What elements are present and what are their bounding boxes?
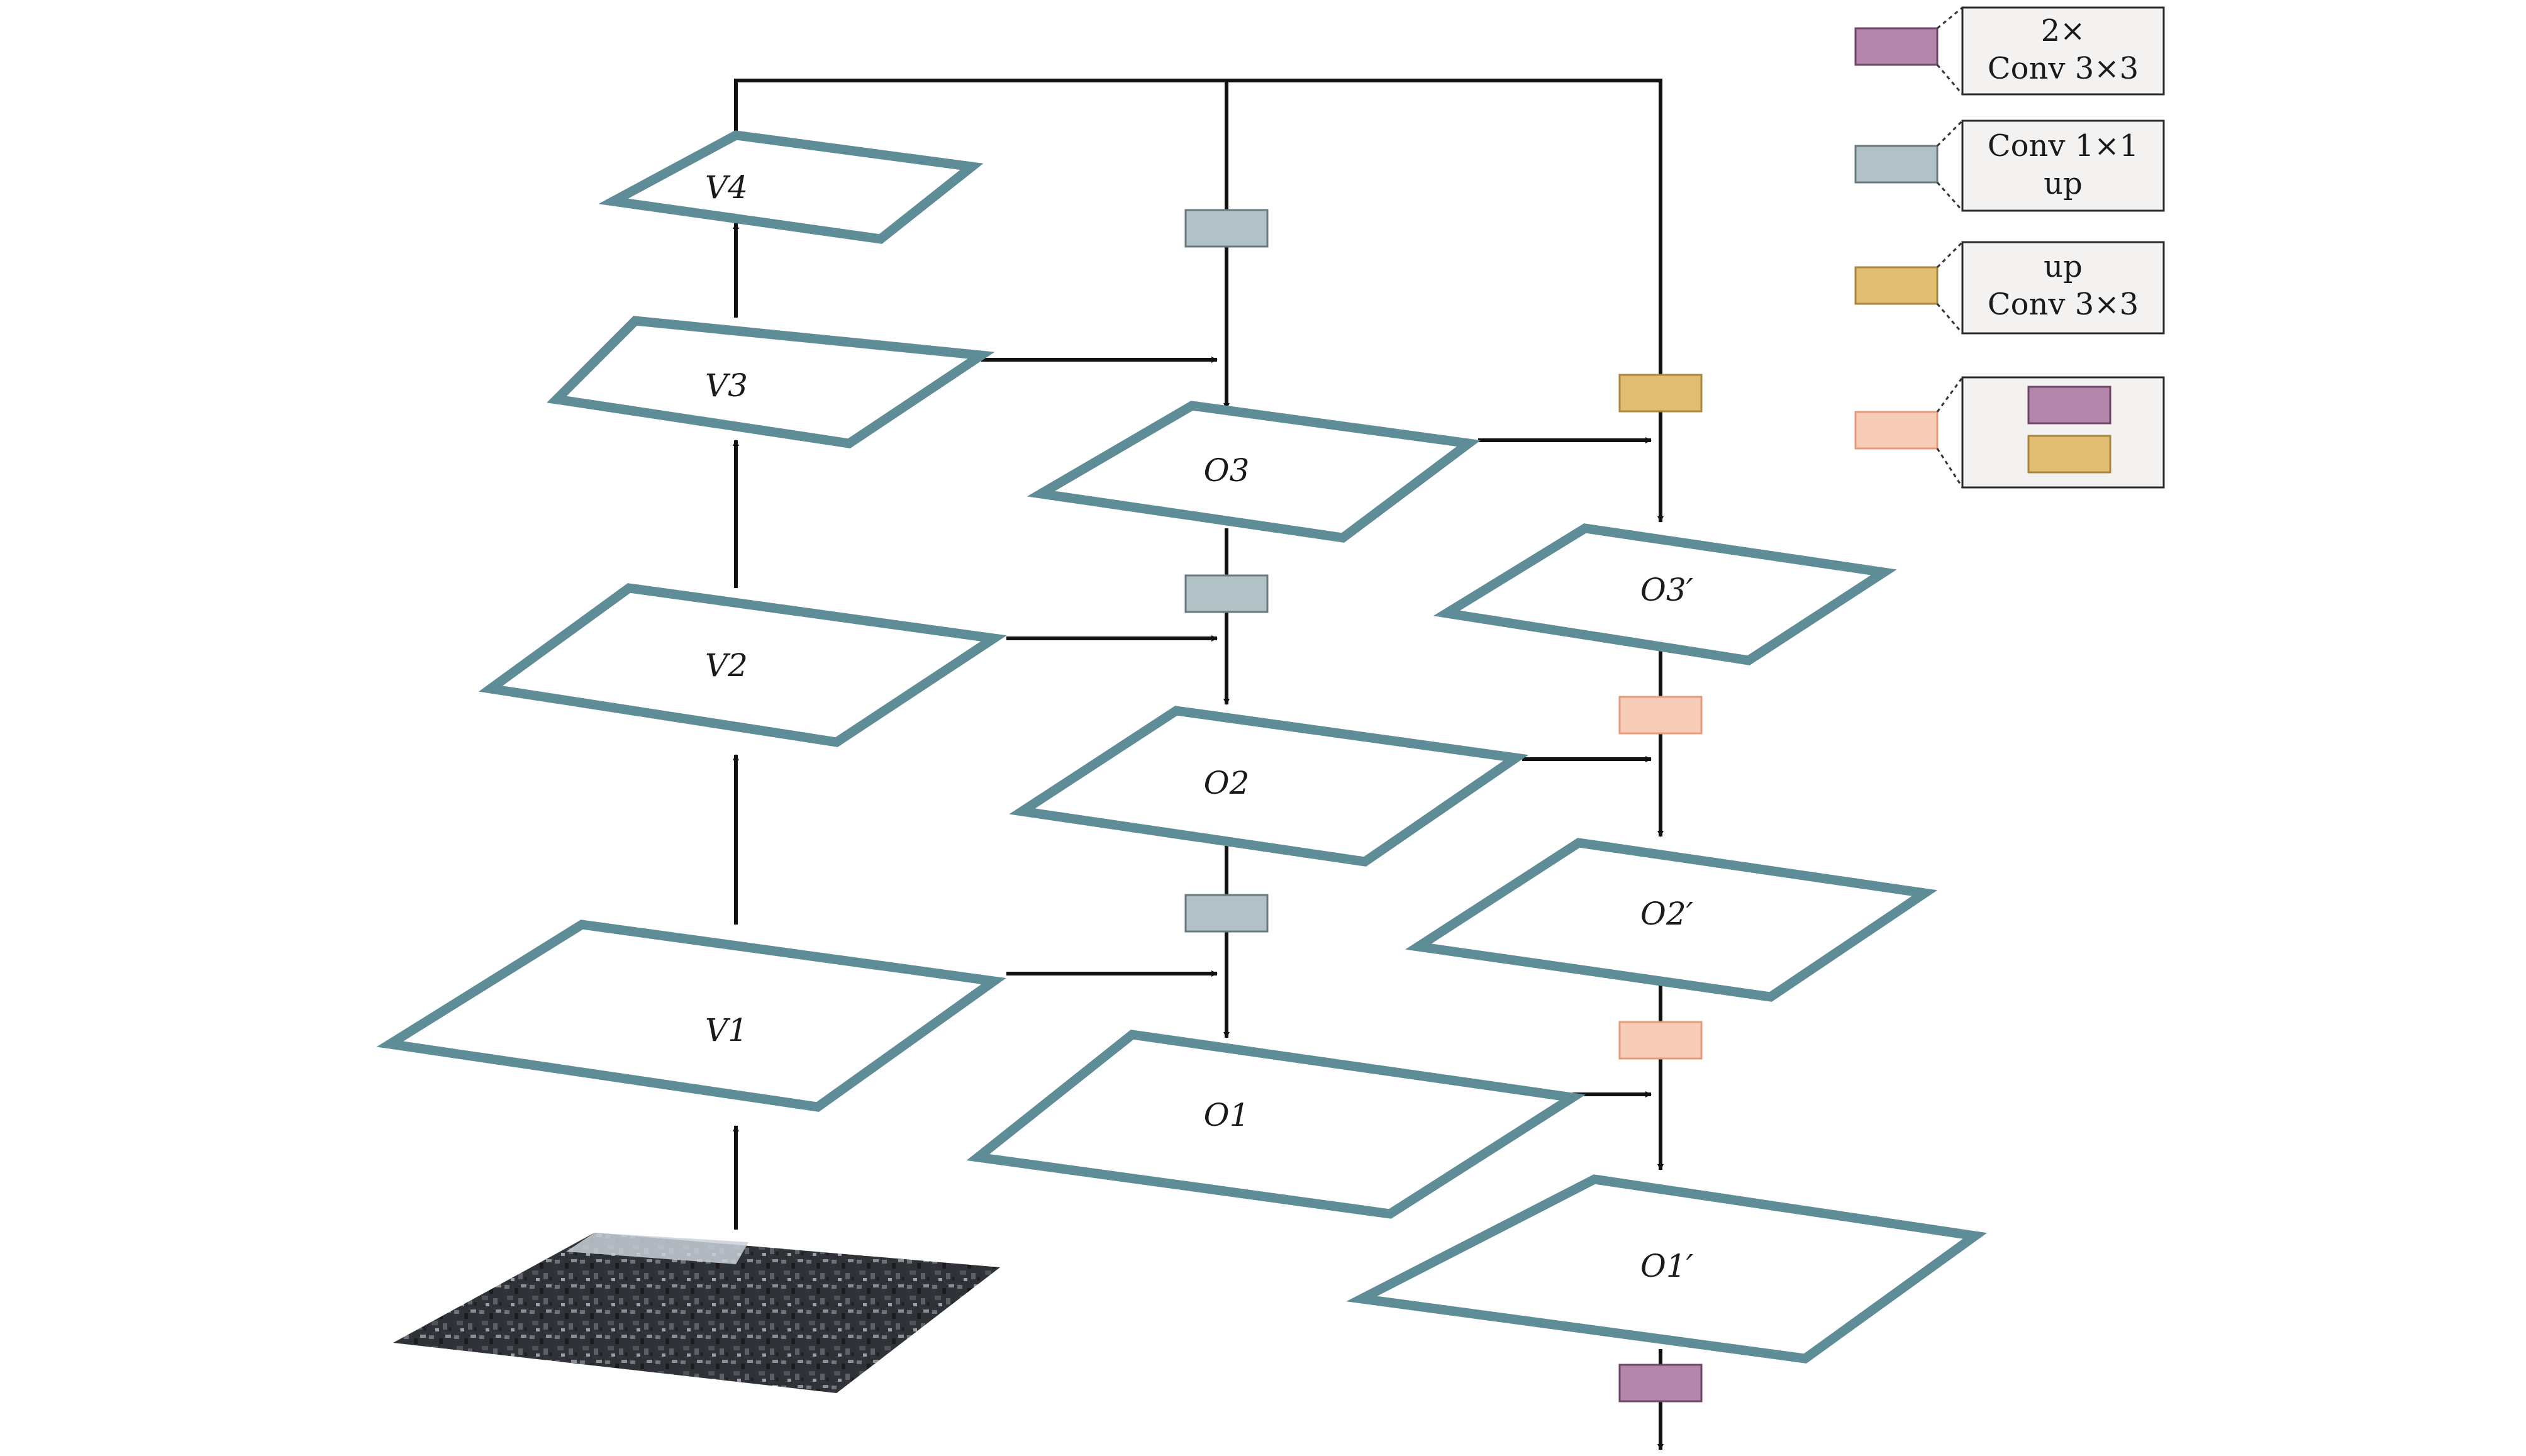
plane-v2 [478, 583, 1007, 747]
plane-o2 [1009, 706, 1529, 867]
plane-v1 [376, 920, 1006, 1112]
gray-block [1184, 574, 1269, 613]
label-v3: V3 [705, 367, 748, 404]
legend-item-gold: up Conv 3×3 [1854, 241, 2165, 335]
label-o2p: O2′ [1640, 896, 1694, 932]
gray-block [1184, 209, 1269, 248]
label-o2: O2 [1204, 765, 1250, 801]
input-image [393, 1233, 1000, 1393]
plane-o3 [1027, 401, 1481, 543]
legend: 2× Conv 3×3 Conv 1×1 up up Conv 3×3 [1854, 6, 2165, 489]
label-v2: V2 [705, 647, 748, 684]
legend-purple-line2: Conv 3×3 [1988, 51, 2139, 86]
encoder-planes [376, 130, 1007, 1112]
legend-gold-line1: up [2044, 249, 2083, 284]
legend-pink-purple-block [2027, 386, 2111, 425]
label-o3p: O3′ [1640, 572, 1694, 608]
legend-pink-gold-block [2027, 435, 2111, 474]
legend-gray-line1: Conv 1×1 [1988, 128, 2139, 164]
decoder-planes [966, 401, 1586, 1219]
purple-block [1618, 1364, 1703, 1403]
gold-block [1618, 374, 1703, 413]
plane-o2p [1405, 838, 1938, 1002]
legend-gray-line2: up [2044, 166, 2083, 201]
plane-v4 [598, 130, 984, 244]
plane-o3p [1433, 523, 1897, 665]
refined-planes [1346, 523, 1988, 1364]
legend-item-purple: 2× Conv 3×3 [1854, 6, 2165, 96]
plane-v3 [547, 316, 995, 448]
label-v1: V1 [705, 1012, 748, 1048]
label-v4: V4 [705, 169, 748, 206]
plane-labels: V4 V3 V2 V1 O3 O2 O1 O3′ O2′ O1′ [705, 169, 1694, 1284]
operation-blocks [1184, 209, 1703, 1403]
legend-purple-line1: 2× [2041, 13, 2086, 48]
legend-item-pink [1854, 376, 2165, 489]
plane-o1 [966, 1030, 1586, 1219]
label-o1: O1 [1204, 1097, 1250, 1133]
gray-block [1184, 894, 1269, 933]
pink-block [1618, 1021, 1703, 1060]
label-o3: O3 [1204, 452, 1250, 489]
legend-gold-line2: Conv 3×3 [1988, 287, 2139, 322]
legend-item-gray: Conv 1×1 up [1854, 119, 2165, 212]
plane-o1p [1346, 1174, 1988, 1364]
label-o1p: O1′ [1640, 1248, 1694, 1284]
pink-block [1618, 696, 1703, 735]
